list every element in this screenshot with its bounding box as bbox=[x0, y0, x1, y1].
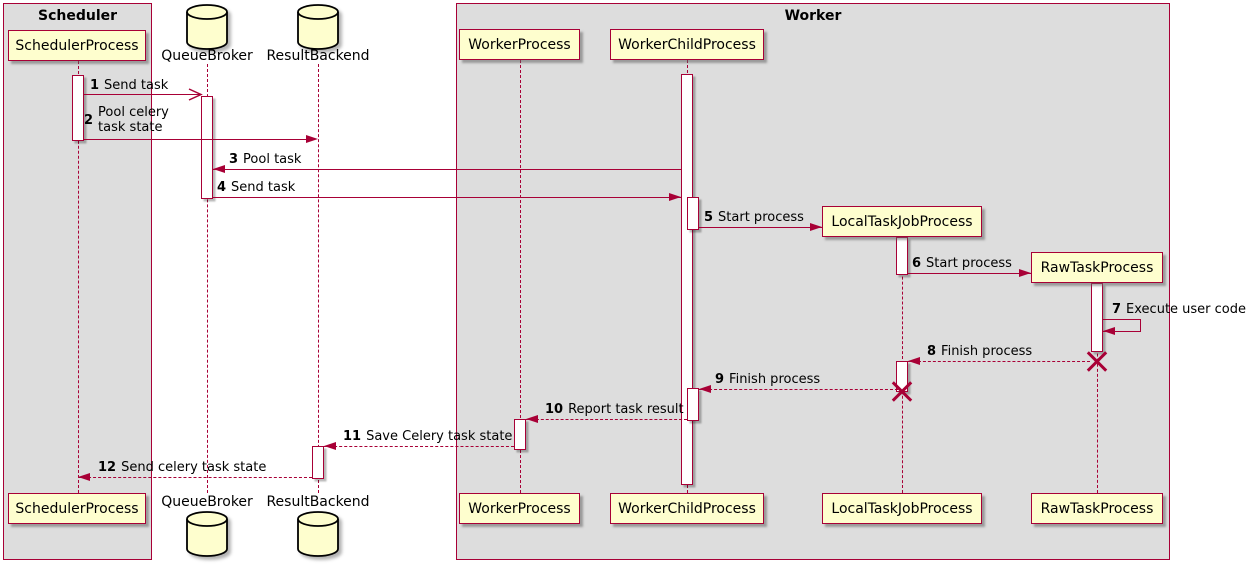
message-4-line bbox=[213, 197, 681, 198]
arrowhead-icon bbox=[1103, 326, 1115, 335]
destroy-x-icon bbox=[1085, 349, 1109, 373]
message-7-line-top bbox=[1103, 319, 1141, 320]
message-9-line bbox=[699, 389, 898, 390]
arrowhead-icon bbox=[324, 441, 336, 450]
database-cylinder-icon bbox=[186, 4, 228, 50]
message-2-label: 2 Pool celery task state bbox=[84, 105, 169, 135]
lifeline-raw-task-process bbox=[1097, 283, 1098, 493]
lifeline-worker-process bbox=[520, 60, 521, 493]
activation-worker-child-main bbox=[681, 74, 693, 485]
group-scheduler-title: Scheduler bbox=[37, 8, 118, 24]
participant-worker-process-footer: WorkerProcess bbox=[459, 493, 580, 524]
arrowhead-icon bbox=[810, 222, 822, 231]
message-11-label: 11 Save Celery task state bbox=[343, 429, 513, 444]
arrowhead-icon bbox=[908, 356, 920, 365]
message-1-line bbox=[84, 94, 201, 95]
participant-scheduler-process-header: SchedulerProcess bbox=[8, 30, 146, 61]
message-5-line bbox=[699, 227, 822, 228]
participant-worker-child-process-header: WorkerChildProcess bbox=[610, 29, 764, 60]
participant-local-task-job-process-footer: LocalTaskJobProcess bbox=[822, 493, 982, 524]
participant-worker-process-header: WorkerProcess bbox=[459, 29, 580, 60]
participant-result-backend-header-label: ResultBackend bbox=[266, 48, 370, 64]
message-10-label: 10 Report task result bbox=[545, 402, 684, 417]
message-3-line bbox=[213, 169, 681, 170]
message-7-label: 7 Execute user code bbox=[1112, 302, 1247, 317]
participant-raw-task-process-header: RawTaskProcess bbox=[1031, 252, 1163, 283]
participant-queue-broker-header-label: QueueBroker bbox=[161, 48, 253, 64]
participant-result-backend-footer-label: ResultBackend bbox=[266, 494, 370, 510]
activation-local-task-job-2 bbox=[896, 361, 908, 392]
activation-queue-broker bbox=[201, 96, 213, 199]
arrowhead-icon bbox=[699, 384, 711, 393]
arrowhead-icon bbox=[213, 164, 225, 173]
arrowhead-icon bbox=[188, 88, 203, 101]
lifeline-queue-broker bbox=[207, 64, 208, 493]
message-10-line bbox=[526, 419, 687, 420]
activation-scheduler bbox=[72, 75, 84, 141]
database-cylinder-icon bbox=[297, 4, 339, 50]
message-9-label: 9 Finish process bbox=[715, 372, 821, 387]
message-1-label: 1 Send task bbox=[90, 78, 169, 93]
database-cylinder-icon bbox=[297, 511, 339, 557]
destroy-x-icon bbox=[890, 379, 914, 403]
participant-scheduler-process-footer: SchedulerProcess bbox=[8, 493, 146, 524]
group-worker-title: Worker bbox=[784, 8, 842, 24]
activation-local-task-job-1 bbox=[896, 237, 908, 275]
message-8-line bbox=[908, 361, 1090, 362]
arrowhead-icon bbox=[78, 472, 90, 481]
message-6-line bbox=[908, 273, 1031, 274]
activation-worker-process bbox=[514, 419, 526, 450]
database-cylinder-icon bbox=[186, 511, 228, 557]
arrowhead-icon bbox=[669, 192, 681, 201]
message-3-label: 3 Pool task bbox=[229, 152, 302, 167]
message-8-label: 8 Finish process bbox=[927, 344, 1033, 359]
activation-raw-task bbox=[1091, 283, 1103, 352]
arrowhead-icon bbox=[306, 134, 318, 143]
activation-worker-child-nested-1 bbox=[687, 197, 699, 230]
message-11-line bbox=[324, 446, 514, 447]
participant-queue-broker-footer-label: QueueBroker bbox=[161, 494, 253, 510]
message-12-label: 12 Send celery task state bbox=[98, 460, 267, 475]
message-2-line bbox=[84, 139, 308, 140]
message-4-label: 4 Send task bbox=[217, 180, 296, 195]
activation-worker-child-nested-2 bbox=[687, 388, 699, 421]
lifeline-scheduler-process bbox=[78, 61, 79, 493]
message-5-label: 5 Start process bbox=[704, 210, 804, 225]
message-7-line-right bbox=[1140, 319, 1141, 332]
participant-worker-child-process-footer: WorkerChildProcess bbox=[610, 493, 764, 524]
arrowhead-icon bbox=[526, 414, 538, 423]
message-12-line bbox=[78, 477, 312, 478]
message-6-label: 6 Start process bbox=[912, 256, 1012, 271]
activation-result-backend bbox=[312, 446, 324, 479]
participant-raw-task-process-footer: RawTaskProcess bbox=[1031, 493, 1163, 524]
arrowhead-icon bbox=[1019, 268, 1031, 277]
message-7-line-bottom bbox=[1103, 331, 1141, 332]
participant-local-task-job-process-header: LocalTaskJobProcess bbox=[822, 206, 982, 237]
lifeline-result-backend bbox=[318, 64, 319, 493]
